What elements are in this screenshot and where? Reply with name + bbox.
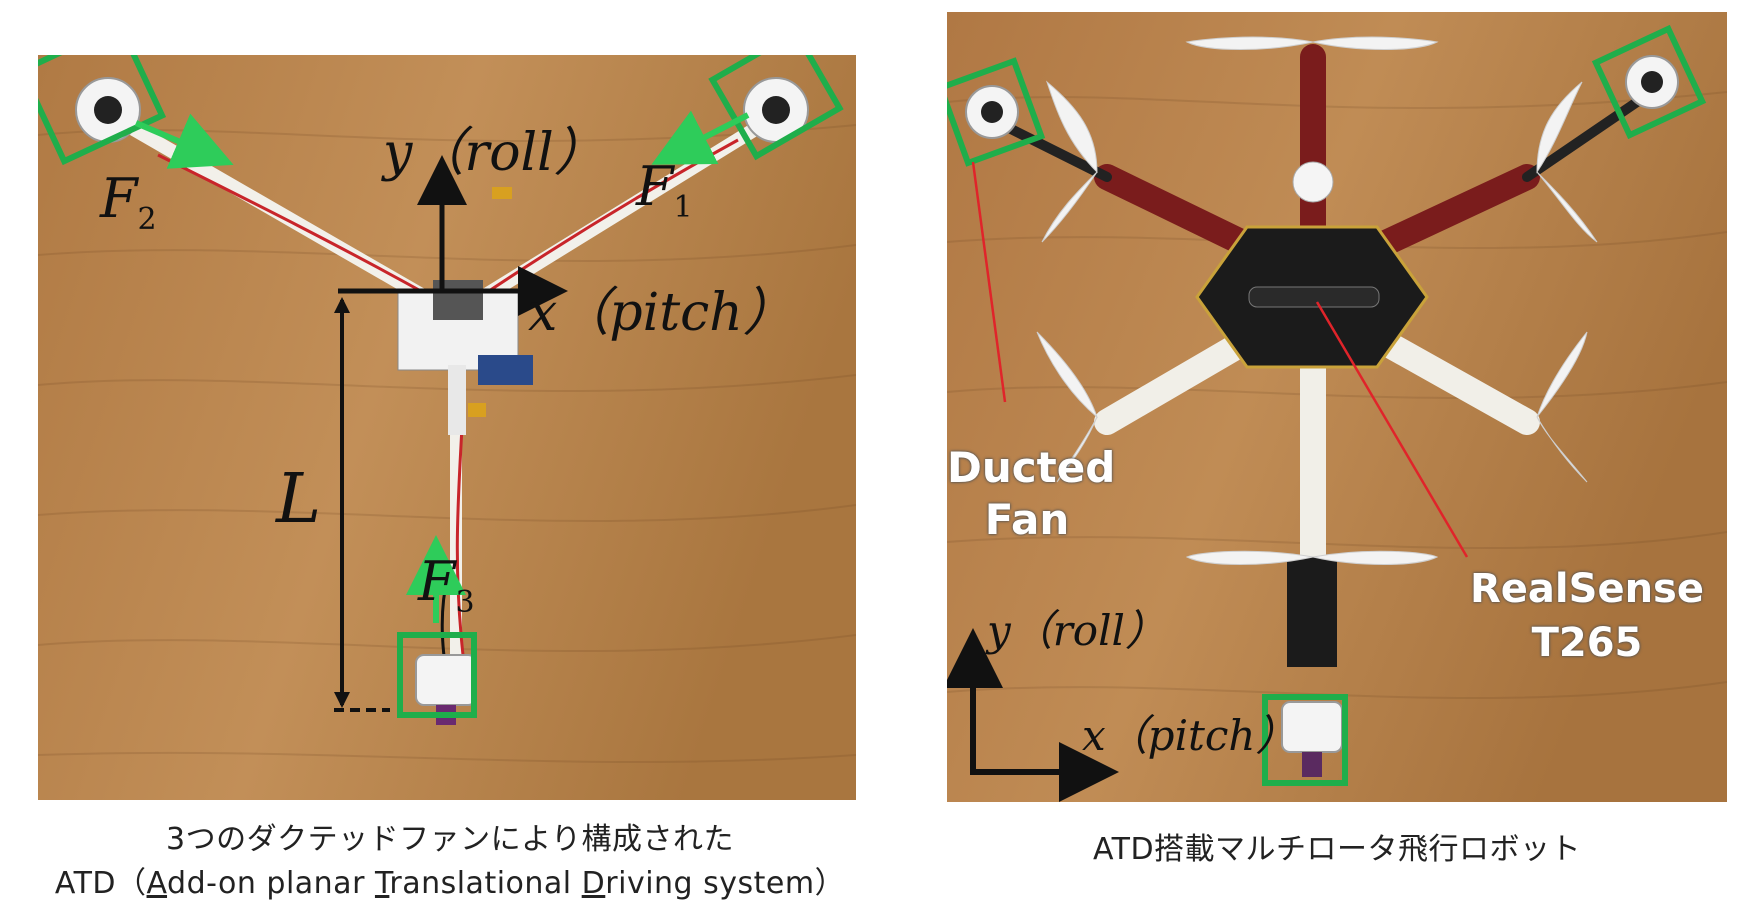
atd-photo: y（roll） x（pitch） F2 F1 F3 L: [38, 55, 856, 800]
length-indicator: [334, 297, 390, 712]
ducted-fan-label: Ducted Fan: [947, 443, 1116, 544]
multirotor-photo: Ducted Fan RealSense T265 y（roll） x（pitc…: [947, 12, 1727, 802]
fan-3-highlight-box: [397, 632, 477, 718]
atd-caption: 3つのダクテッドファンにより構成された ATD（Add-on planar Tr…: [20, 818, 880, 906]
ducted-fan-right: [1625, 55, 1679, 109]
y-roll-label: y（roll）: [987, 606, 1167, 655]
ducted-fan-left: [965, 85, 1019, 139]
multirotor-caption: ATD搭載マルチロータ飛行ロボット: [1092, 832, 1582, 867]
realsense-pointer: [1315, 301, 1469, 558]
multirotor-photo-svg: [947, 12, 1727, 802]
ducted-fan-pointer: [971, 161, 1007, 403]
y-roll-label: y（roll）: [383, 123, 606, 183]
x-pitch-label: x（pitch）: [528, 283, 795, 343]
realsense-label: RealSense T265: [1470, 566, 1704, 666]
propellers: [1036, 36, 1598, 565]
atd-caption-line-1: 3つのダクテッドファンにより構成された: [166, 822, 734, 857]
fan-bottom-highlight-box: [1262, 694, 1348, 786]
fan-1-highlight-box: [708, 55, 844, 161]
ducted-fan-2: [75, 77, 141, 143]
f1-label: F1: [636, 155, 693, 225]
thrust-arrow-f2: [134, 113, 234, 169]
fan-left-highlight-box: [947, 57, 1046, 167]
thrust-arrow-f1: [651, 110, 750, 165]
hexacopter-frame: [982, 44, 1642, 667]
wood-background: [947, 12, 1727, 802]
length-label: L: [276, 460, 322, 539]
x-pitch-label: x（pitch）: [1082, 711, 1298, 760]
f3-label: F3: [418, 550, 475, 620]
f2-label: F2: [100, 167, 157, 237]
atd-caption-line-2: ATD（Add-on planar Translational Driving …: [54, 866, 846, 901]
atd-frame: [111, 108, 785, 695]
atd-photo-svg: [38, 55, 856, 800]
fan-right-highlight-box: [1591, 24, 1707, 140]
fan-2-highlight-box: [38, 55, 167, 166]
